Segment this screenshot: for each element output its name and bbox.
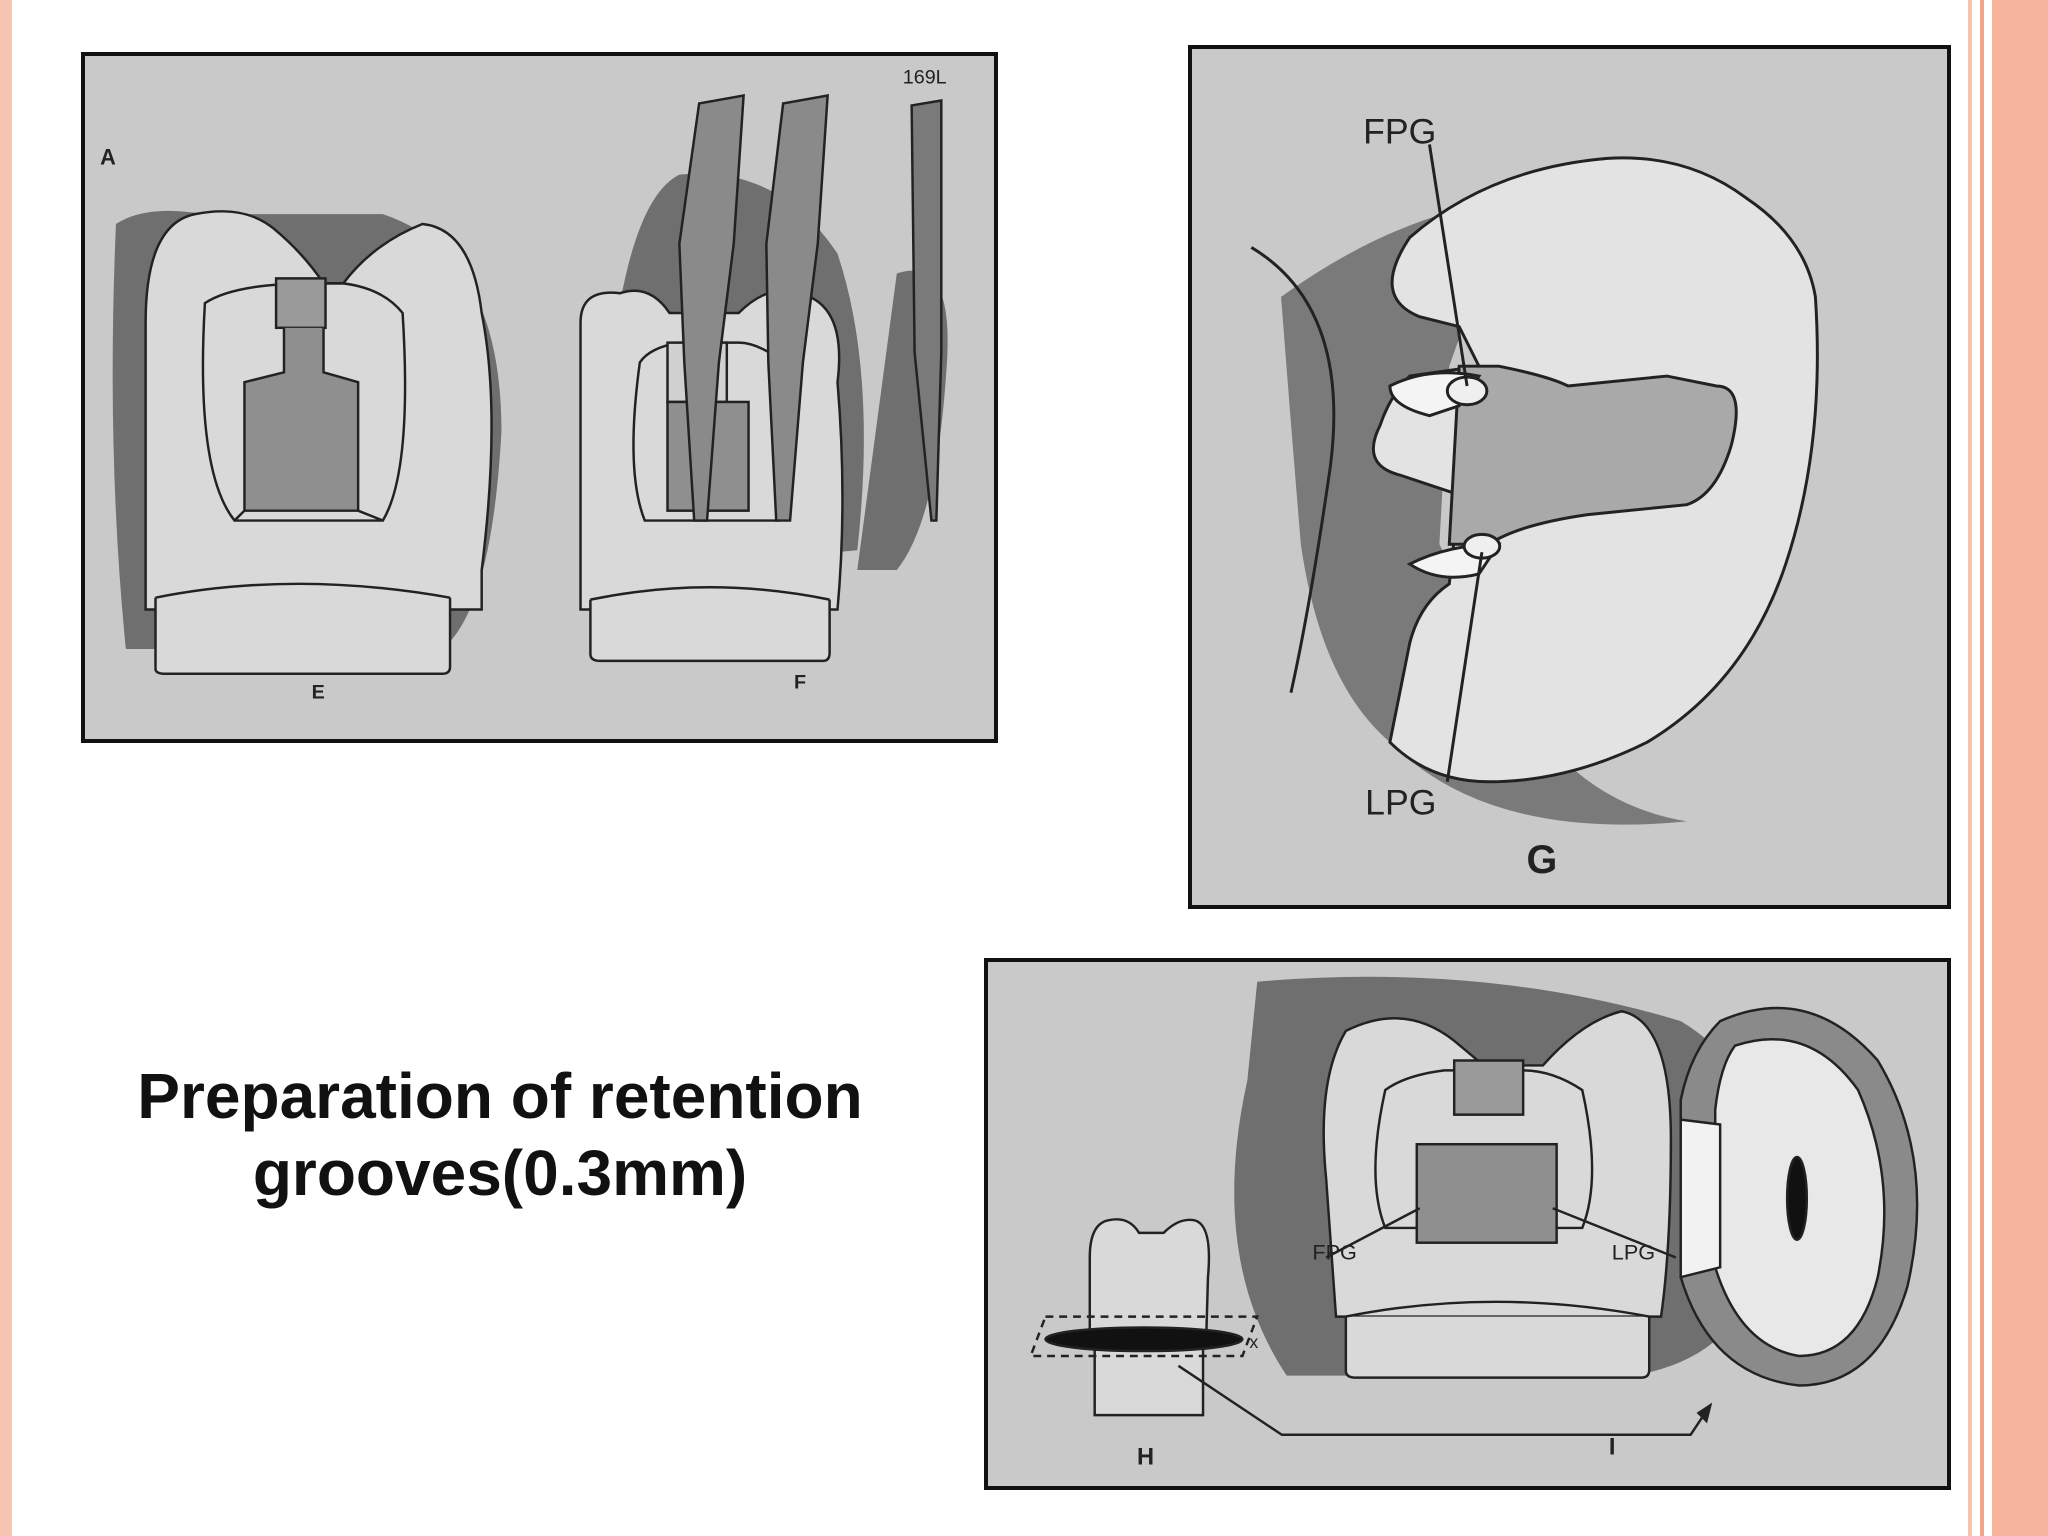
right-border <box>1962 0 2048 1536</box>
label-x: x <box>1249 1332 1258 1352</box>
left-border <box>0 0 12 1536</box>
figure-hi-drawing: FPG LPG x H I <box>1028 976 1919 1470</box>
label-h: H <box>1137 1444 1154 1470</box>
label-lpg: LPG <box>1365 782 1436 822</box>
label-e: E <box>312 681 325 703</box>
figure-panel-g: FPG LPG G <box>1188 45 1951 909</box>
label-a: A <box>100 145 116 170</box>
figure-ef-drawing: A E F 169L <box>100 67 948 703</box>
label-fpg-small: FPG <box>1312 1239 1357 1264</box>
label-fpg: FPG <box>1363 112 1436 152</box>
title-line-1: Preparation of retention <box>137 1060 863 1132</box>
label-lpg-small: LPG <box>1612 1239 1655 1264</box>
bur-label-169l: 169L <box>903 67 947 89</box>
figure-panel-hi: FPG LPG x H I <box>984 958 1951 1490</box>
title-line-2: grooves(0.3mm) <box>252 1136 748 1209</box>
figure-g-drawing: FPG LPG G <box>1250 112 1819 882</box>
label-i: I <box>1609 1434 1616 1460</box>
slide-title: Preparation of retention grooves(0.3mm) <box>60 1058 940 1212</box>
label-f: F <box>794 672 806 694</box>
figure-panel-ef: A E F 169L <box>81 52 998 743</box>
label-g: G <box>1526 838 1557 882</box>
